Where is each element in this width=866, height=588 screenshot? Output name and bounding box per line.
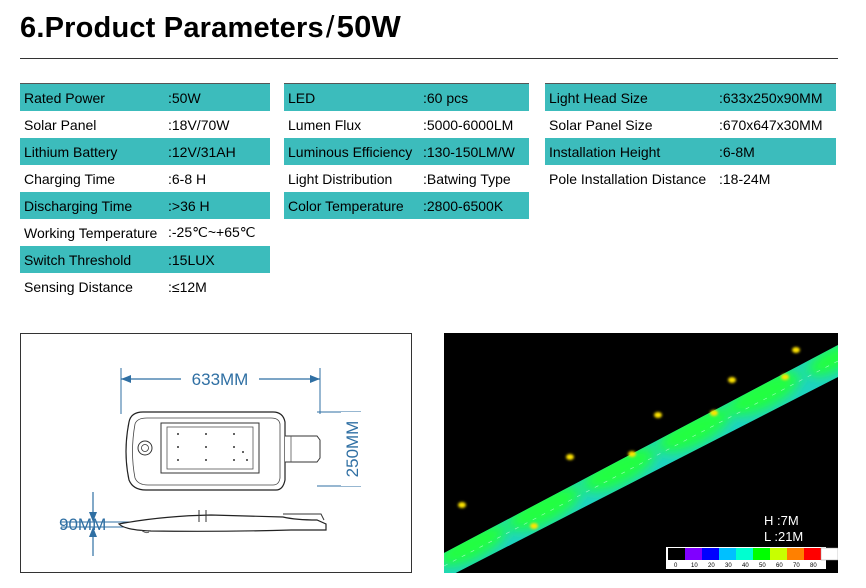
param-name: Pole Installation Distance [549, 170, 707, 187]
param-value: :≤12M [168, 278, 207, 295]
legend-swatch [770, 548, 787, 560]
param-name: Working Temperature [24, 224, 158, 241]
param-value: :12V/31AH [168, 138, 270, 165]
param-name: LED [284, 83, 423, 111]
param-value: :130-150LM/W [423, 138, 529, 165]
param-name: Installation Height [545, 138, 719, 165]
legend-swatch [719, 548, 736, 560]
illuminance-legend: 0 10 20 30 40 50 60 70 80 Lx [666, 547, 838, 569]
param-row: Pole Installation Distance :18-24M [545, 165, 836, 192]
legend-label: 50 [759, 563, 766, 569]
param-row: Solar Panel Size :670x647x30MM [545, 111, 836, 138]
legend-label: 0 [674, 563, 678, 569]
param-row: Luminous Efficiency:130-150LM/W [284, 138, 529, 165]
title-divider [20, 58, 838, 59]
legend-label: 20 [708, 563, 715, 569]
page-title: 6.Product Parameters/50W [20, 9, 401, 45]
param-row: Switch Threshold:15LUX [20, 246, 270, 273]
illuminance-simulation: H :7M L :21M 0 10 20 30 40 50 60 70 80 Lx [444, 333, 838, 573]
legend-label: 70 [793, 563, 800, 569]
param-value: :18V/70W [168, 116, 230, 133]
param-name: Luminous Efficiency [284, 138, 423, 165]
param-value: :15LUX [168, 246, 270, 273]
param-value: :6-8M [719, 138, 836, 165]
param-row: Color Temperature:2800-6500K [284, 192, 529, 219]
param-row: Light Head Size:633x250x90MM [545, 83, 836, 111]
param-value: :Batwing Type [423, 170, 511, 187]
width-dimension-label: 250MM [343, 421, 362, 478]
param-row: Working Temperature :-25℃~+65℃ [20, 219, 270, 246]
param-row: Installation Height:6-8M [545, 138, 836, 165]
param-name: Charging Time [24, 170, 116, 187]
param-name: Light Distribution [288, 170, 393, 187]
illuminance-svg: H :7M L :21M 0 10 20 30 40 50 60 70 80 Lx [444, 345, 838, 573]
legend-label: 60 [776, 563, 783, 569]
legend-swatch [702, 548, 719, 560]
legend-label: 40 [742, 563, 749, 569]
param-name: Sensing Distance [24, 278, 133, 295]
param-value: :5000-6000LM [423, 116, 514, 133]
pole-distance-label: L :21M [764, 529, 803, 544]
param-row: Solar Panel :18V/70W [20, 111, 270, 138]
legend-label: 30 [725, 563, 732, 569]
param-value: :6-8 H [168, 170, 207, 187]
param-row: Sensing Distance :≤12M [20, 273, 270, 300]
param-value: :-25℃~+65℃ [168, 224, 256, 240]
lamp-drawing-svg: 633MM 250MM [59, 368, 362, 556]
mounting-height-label: H :7M [764, 513, 799, 528]
param-name: Light Head Size [545, 83, 719, 111]
lamp-side-view [117, 510, 327, 534]
legend-swatch [787, 548, 804, 560]
param-name: Lumen Flux [288, 116, 362, 133]
legend-swatch [753, 548, 770, 560]
param-name: Discharging Time [20, 192, 168, 219]
length-dimension-label: 633MM [192, 370, 249, 389]
dimension-drawing: 633MM 250MM [20, 333, 412, 573]
param-name: Solar Panel Size [549, 116, 653, 133]
param-name: Switch Threshold [20, 246, 168, 273]
legend-label: Lx [827, 563, 833, 569]
param-value: :18-24M [719, 170, 771, 187]
title-wattage: 50W [336, 9, 401, 44]
param-value: :50W [168, 83, 270, 111]
param-row: Rated Power:50W [20, 83, 270, 111]
param-value: :>36 H [168, 192, 270, 219]
param-value: :2800-6500K [423, 192, 529, 219]
param-name: Solar Panel [24, 116, 97, 133]
height-dimension-label: 90MM [59, 515, 106, 534]
legend-swatch [668, 548, 685, 560]
param-row: Lithium Battery:12V/31AH [20, 138, 270, 165]
lamp-top-view [125, 411, 321, 491]
param-row: Light Distribution :Batwing Type [284, 165, 529, 192]
param-value: :60 pcs [423, 83, 529, 111]
title-slash: / [325, 9, 335, 44]
lamp-points [458, 347, 800, 529]
param-value: :670x647x30MM [719, 116, 823, 133]
legend-swatch [685, 548, 702, 560]
param-value: :633x250x90MM [719, 83, 836, 111]
title-main: 6.Product Parameters [20, 12, 324, 44]
legend-label: 10 [691, 563, 698, 569]
param-row: Charging Time :6-8 H [20, 165, 270, 192]
param-name: Color Temperature [284, 192, 423, 219]
param-name: Lithium Battery [20, 138, 168, 165]
param-row: Discharging Time:>36 H [20, 192, 270, 219]
legend-swatch [804, 548, 821, 560]
param-name: Rated Power [20, 83, 168, 111]
legend-label: 80 [810, 563, 817, 569]
legend-swatch [736, 548, 753, 560]
param-row: Lumen Flux :5000-6000LM [284, 111, 529, 138]
param-row: LED:60 pcs [284, 83, 529, 111]
legend-swatch [820, 547, 838, 561]
